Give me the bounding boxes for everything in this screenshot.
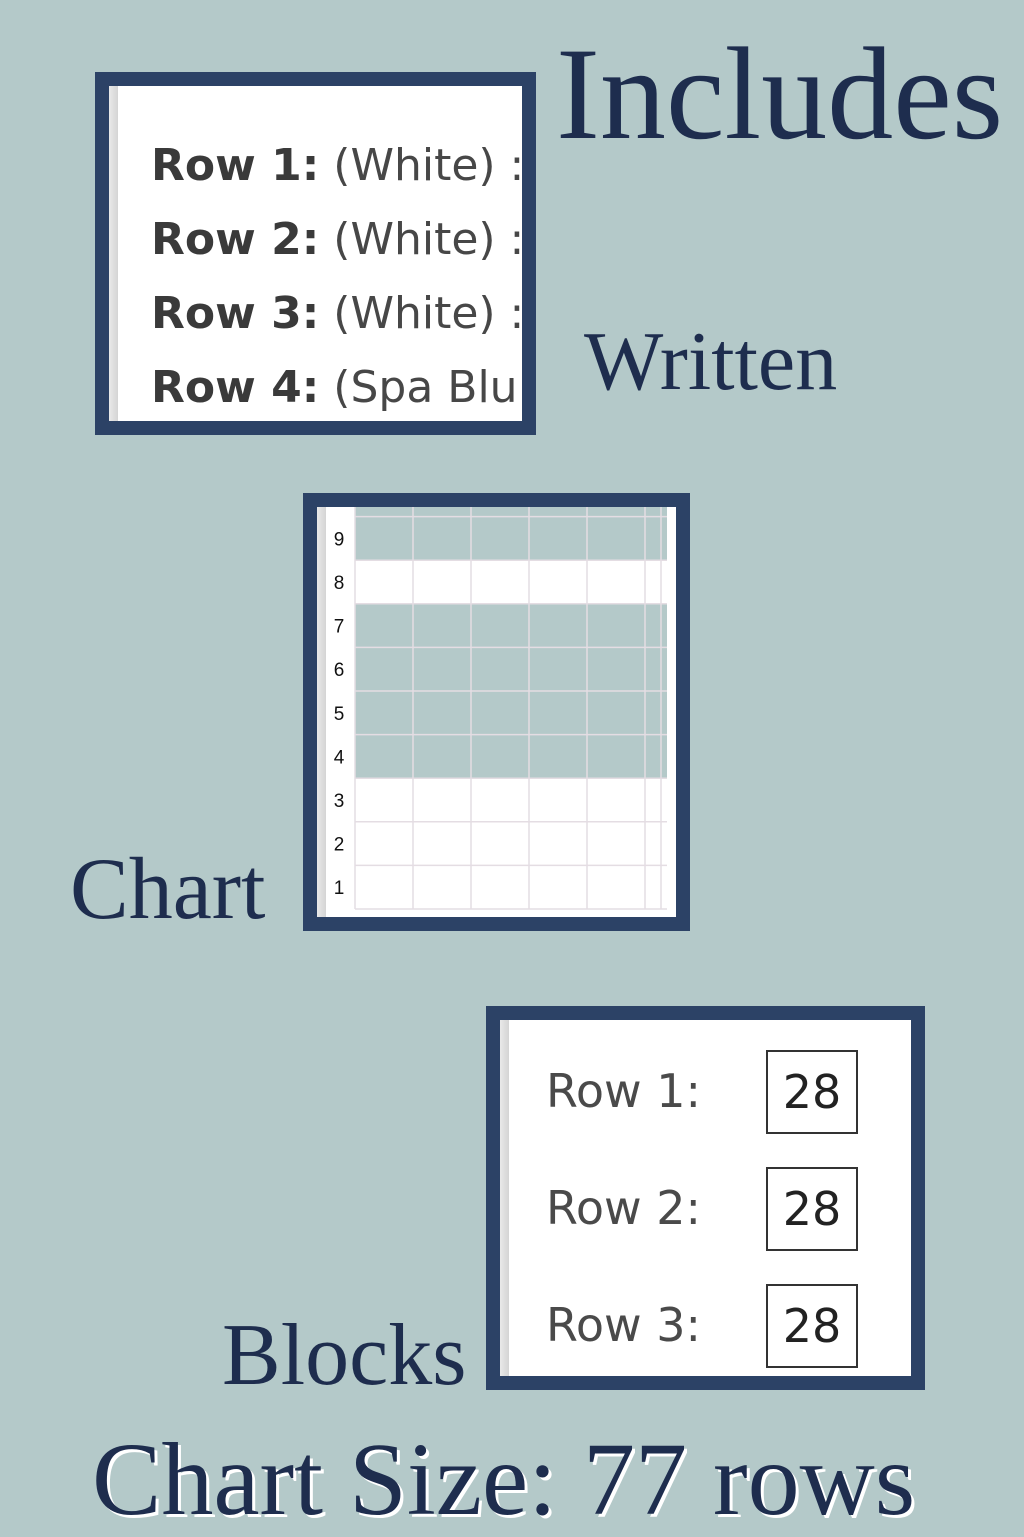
chart-row-cells xyxy=(355,560,667,604)
chart-row-cells xyxy=(355,865,667,909)
chart-row-number: 7 xyxy=(334,617,345,638)
chart-row-number: 3 xyxy=(334,791,345,812)
chart-row-number: 5 xyxy=(334,704,345,725)
chart-size-caption: Chart Size: 77 rows xyxy=(92,1422,916,1537)
chart-row-number: 9 xyxy=(334,529,345,550)
title-includes: Includes xyxy=(556,20,1004,167)
chart-row-cells xyxy=(355,734,667,779)
block-count-box: 28 xyxy=(766,1167,858,1251)
chart-row-number: 4 xyxy=(334,747,345,768)
written-row-label: Row 1: xyxy=(151,140,320,191)
written-row-label: Row 4: xyxy=(151,362,320,413)
chart-row-cell-partial xyxy=(355,507,667,519)
block-row-label: Row 2: xyxy=(546,1181,702,1235)
label-written: Written xyxy=(584,315,838,408)
written-row: Row 1: (White) : xyxy=(151,144,522,188)
block-count-box: 28 xyxy=(766,1284,858,1368)
chart-row-cells xyxy=(355,647,667,691)
written-row: Row 4: (Spa Blu xyxy=(151,366,518,410)
chart-row-cells xyxy=(355,821,667,866)
written-row-label: Row 3: xyxy=(151,288,320,339)
written-preview-panel: Row 1: (White) : Row 2: (White) : Row 3:… xyxy=(95,72,536,435)
chart-row-number: 2 xyxy=(334,835,345,856)
chart-row-number: 8 xyxy=(334,573,345,594)
chart-row-cells xyxy=(355,516,667,561)
written-row-text: (White) : xyxy=(333,140,525,191)
chart-row-cells xyxy=(355,603,667,648)
chart-row-cells xyxy=(355,778,667,822)
written-row: Row 3: (White) : xyxy=(151,292,522,336)
written-row-text: (White) : xyxy=(333,214,525,265)
blocks-preview-panel: Row 1: 28 Row 2: 28 Row 3: 28 xyxy=(486,1006,925,1390)
written-row-text: (Spa Blu xyxy=(333,362,518,413)
written-row: Row 2: (White) : xyxy=(151,218,522,262)
chart-grid: 1 2 3 4 5 6 7 8 9 xyxy=(334,507,667,910)
label-chart: Chart xyxy=(70,841,266,938)
block-row-label: Row 1: xyxy=(546,1064,702,1118)
block-row-label: Row 3: xyxy=(546,1298,702,1352)
written-row-text: (White) : xyxy=(333,288,525,339)
chart-row-number: 1 xyxy=(334,878,345,899)
written-row-label: Row 2: xyxy=(151,214,320,265)
block-count-box: 28 xyxy=(766,1050,858,1134)
chart-preview-panel: 1 2 3 4 5 6 7 8 9 xyxy=(303,493,690,931)
label-blocks: Blocks xyxy=(222,1307,467,1404)
chart-row-number: 6 xyxy=(334,660,345,681)
chart-row-cells xyxy=(355,691,667,735)
